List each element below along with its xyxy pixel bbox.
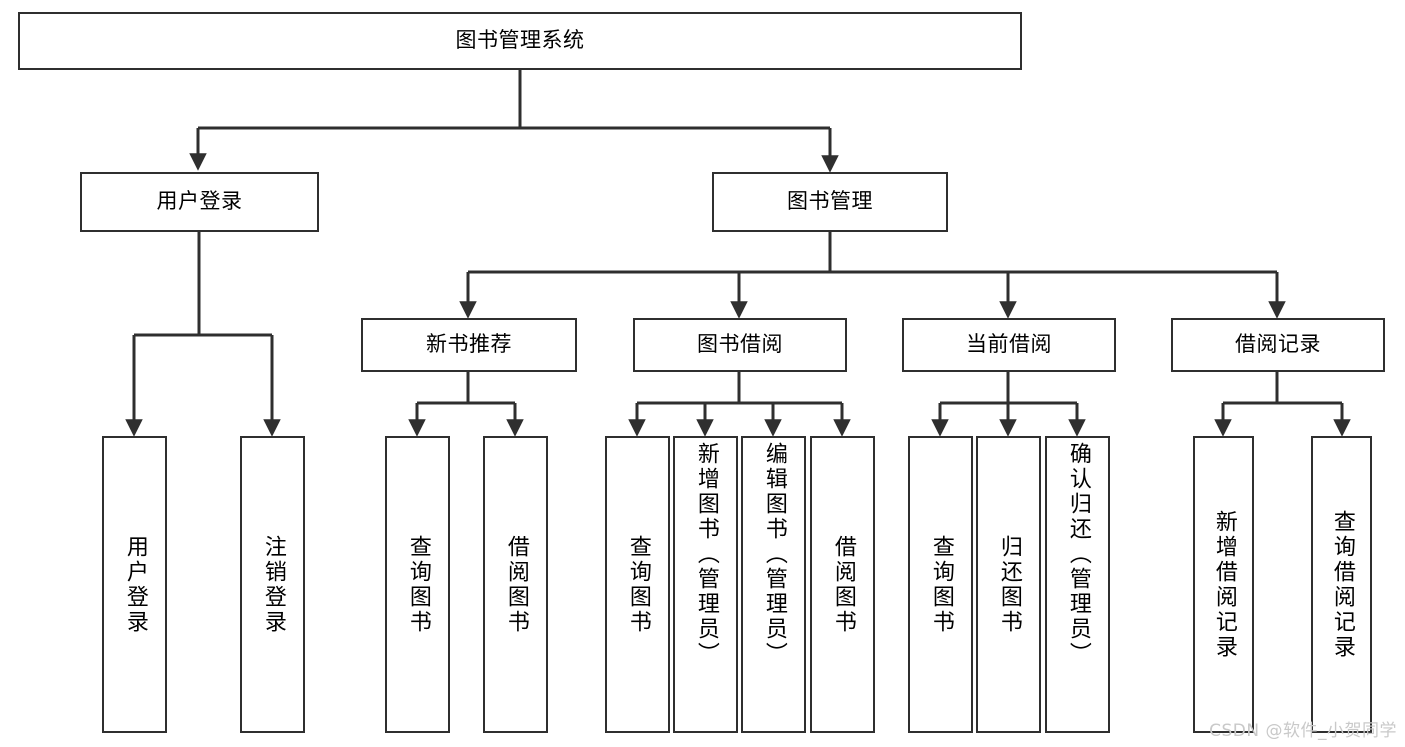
- leaf-borrow-book-newbook[interactable]: 借阅图书: [483, 436, 548, 733]
- node-book-borrow[interactable]: 图书借阅: [633, 318, 847, 372]
- leaf-edit-book-admin-label: 编辑图书（管理员）: [761, 442, 787, 667]
- leaf-query-book-newbook-label: 查询图书: [405, 534, 431, 635]
- leaf-add-borrow-record-label: 新增借阅记录: [1211, 509, 1237, 660]
- leaf-add-book-admin-label: 新增图书（管理员）: [693, 442, 719, 667]
- leaf-query-borrow-record[interactable]: 查询借阅记录: [1311, 436, 1372, 733]
- node-new-book-recommend[interactable]: 新书推荐: [361, 318, 577, 372]
- leaf-confirm-return-admin[interactable]: 确认归还（管理员）: [1045, 436, 1110, 733]
- node-current-borrow[interactable]: 当前借阅: [902, 318, 1116, 372]
- leaf-query-book-current-label: 查询图书: [928, 534, 954, 635]
- node-current-borrow-label: 当前借阅: [966, 332, 1052, 357]
- node-user-login-label: 用户登录: [156, 189, 243, 214]
- leaf-query-borrow-record-label: 查询借阅记录: [1329, 509, 1355, 660]
- node-book-borrow-label: 图书借阅: [697, 332, 783, 357]
- leaf-confirm-return-admin-label: 确认归还（管理员）: [1065, 442, 1091, 667]
- node-borrow-record-label: 借阅记录: [1235, 332, 1321, 357]
- leaf-logout-label: 注销登录: [260, 534, 286, 635]
- node-borrow-record[interactable]: 借阅记录: [1171, 318, 1385, 372]
- leaf-query-book-current[interactable]: 查询图书: [908, 436, 973, 733]
- leaf-logout[interactable]: 注销登录: [240, 436, 305, 733]
- leaf-borrow-book[interactable]: 借阅图书: [810, 436, 875, 733]
- leaf-borrow-book-newbook-label: 借阅图书: [503, 534, 529, 635]
- leaf-query-book-borrow[interactable]: 查询图书: [605, 436, 670, 733]
- leaf-return-book-label: 归还图书: [996, 534, 1022, 635]
- node-root[interactable]: 图书管理系统: [18, 12, 1022, 70]
- node-root-label: 图书管理系统: [455, 28, 585, 53]
- leaf-query-book-borrow-label: 查询图书: [625, 534, 651, 635]
- leaf-borrow-book-label: 借阅图书: [830, 534, 856, 635]
- leaf-add-book-admin[interactable]: 新增图书（管理员）: [673, 436, 738, 733]
- node-book-management-label: 图书管理: [787, 189, 873, 214]
- node-book-management[interactable]: 图书管理: [712, 172, 948, 232]
- csdn-watermark: CSDN @软件_小贺同学: [1209, 721, 1397, 741]
- node-new-book-recommend-label: 新书推荐: [426, 332, 512, 357]
- leaf-edit-book-admin[interactable]: 编辑图书（管理员）: [741, 436, 806, 733]
- node-user-login[interactable]: 用户登录: [80, 172, 319, 232]
- leaf-return-book[interactable]: 归还图书: [976, 436, 1041, 733]
- leaf-add-borrow-record[interactable]: 新增借阅记录: [1193, 436, 1254, 733]
- leaf-user-login-label: 用户登录: [122, 534, 148, 635]
- leaf-user-login[interactable]: 用户登录: [102, 436, 167, 733]
- leaf-query-book-newbook[interactable]: 查询图书: [385, 436, 450, 733]
